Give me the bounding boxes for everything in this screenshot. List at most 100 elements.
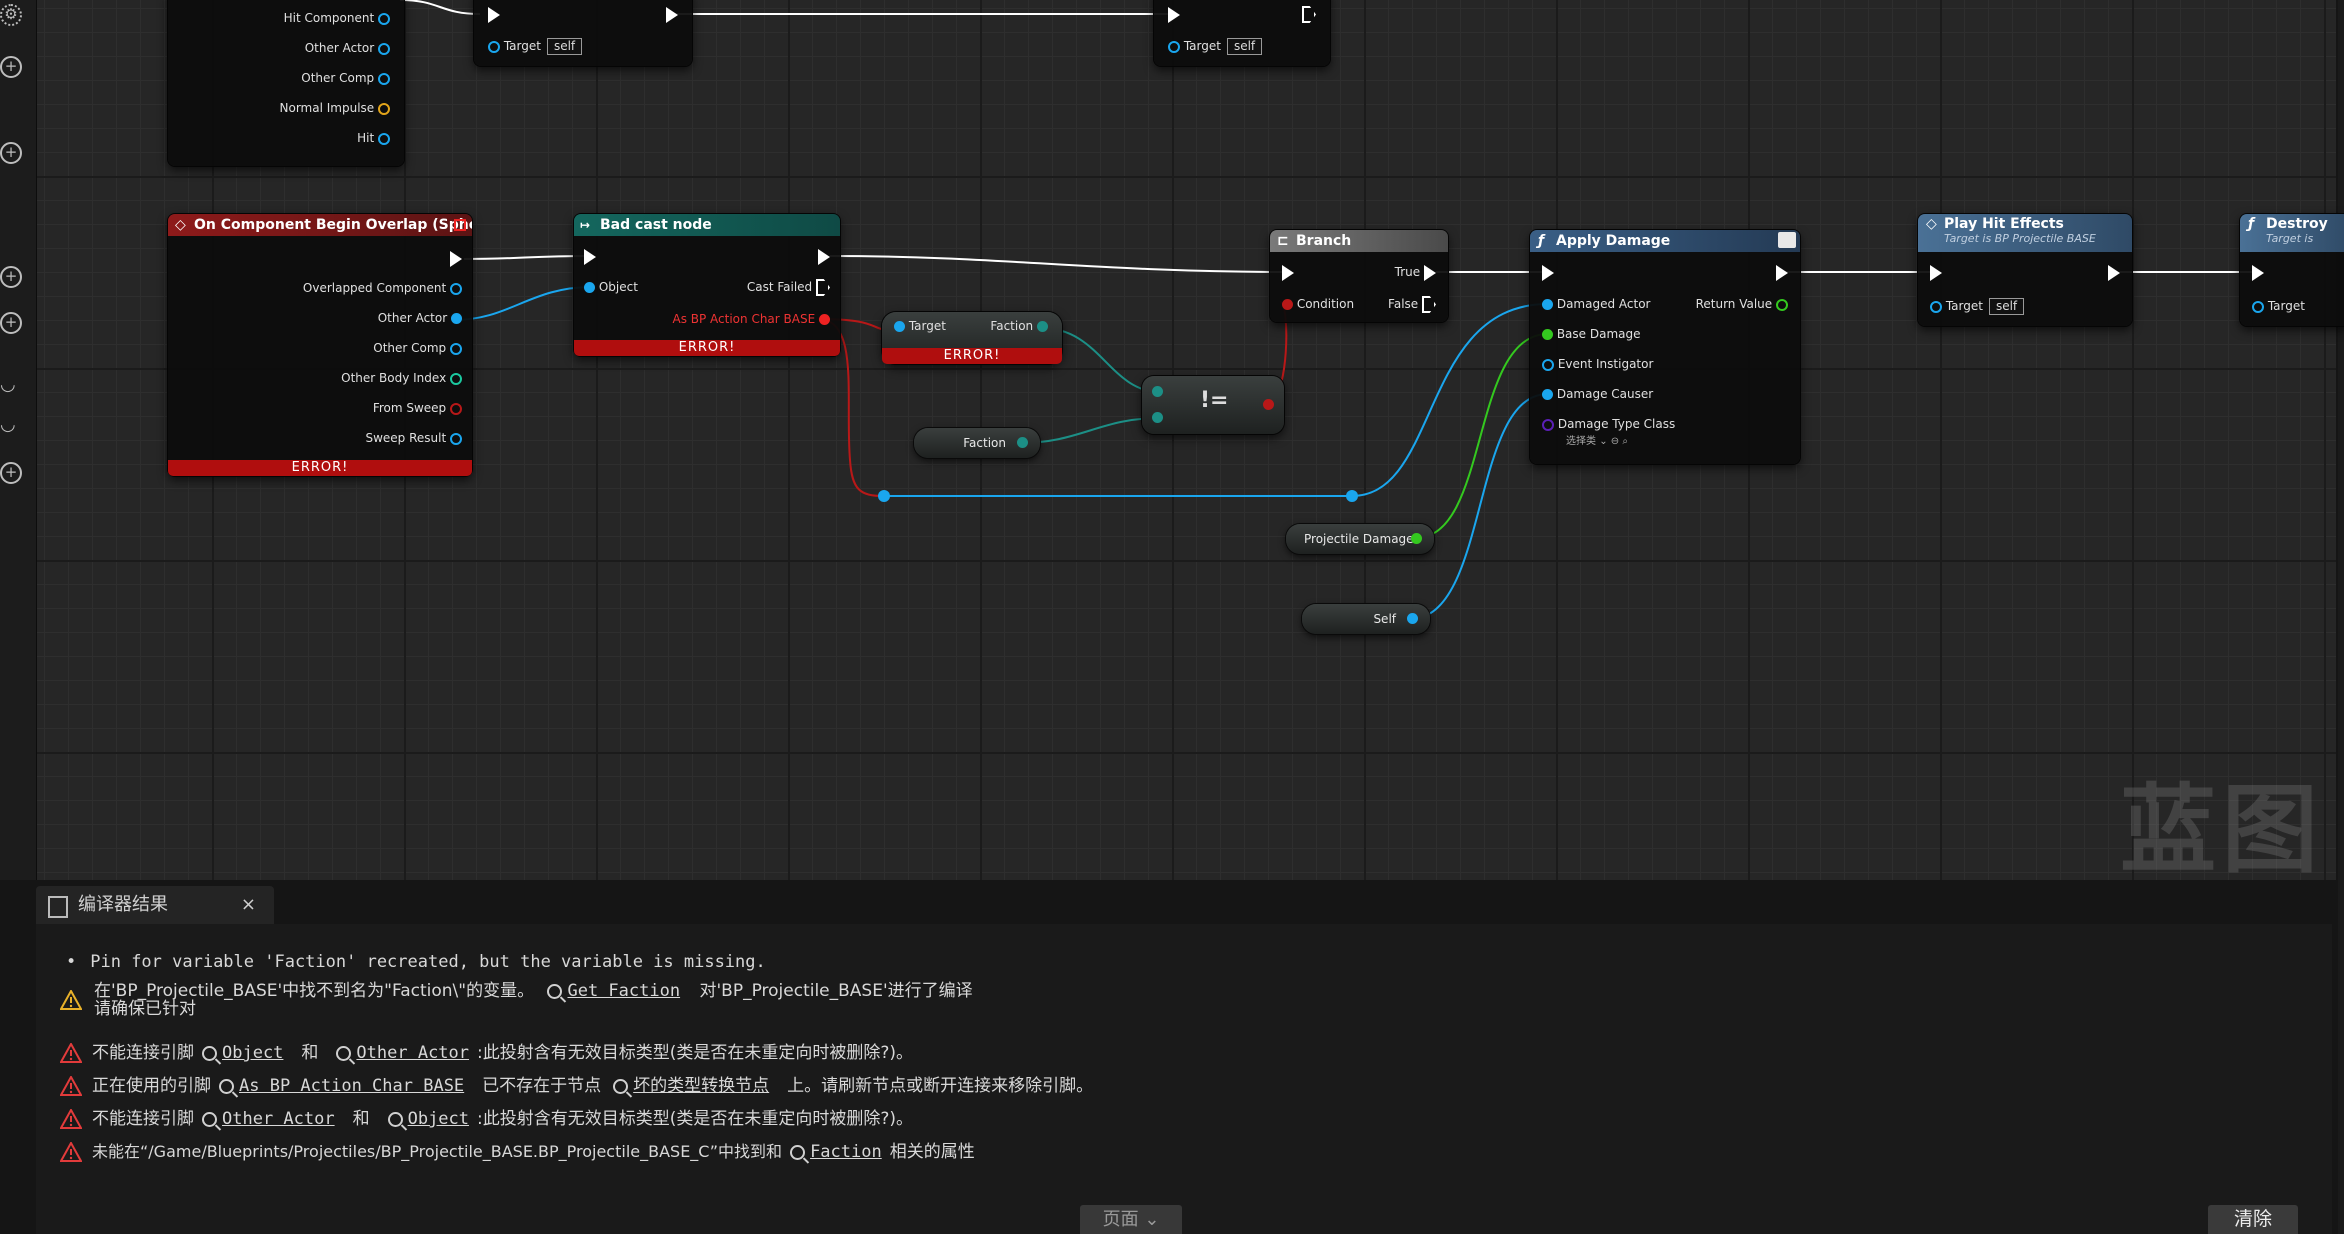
exec-in-pin[interactable] xyxy=(1168,6,1180,23)
add-circle-icon[interactable]: + xyxy=(0,142,22,164)
exec-out-pin[interactable] xyxy=(1776,264,1788,281)
hit-pin[interactable]: Hit xyxy=(357,130,390,146)
graph-right-scrollbar[interactable] xyxy=(2338,0,2344,1234)
class-select-dropdown[interactable]: 选择类 ⌄ ⊖ ⌕ xyxy=(1566,434,1628,450)
reset-icon[interactable]: ⊖ xyxy=(1610,436,1620,447)
search-icon[interactable] xyxy=(202,1111,217,1127)
add-circle-icon[interactable]: + xyxy=(0,266,22,288)
base-damage-pin[interactable]: Base Damage xyxy=(1542,326,1641,342)
object-pin[interactable]: Object xyxy=(584,279,638,295)
message-link-other-actor[interactable]: Other Actor xyxy=(222,1109,335,1129)
sweep-result-pin[interactable]: Sweep Result xyxy=(365,430,462,446)
faction-get-node[interactable]: Target Faction ERROR! xyxy=(882,312,1062,364)
exec-out-pin[interactable] xyxy=(450,250,462,267)
search-icon[interactable] xyxy=(547,983,563,999)
destroy-actor-node[interactable]: ƒ Destroy Target is Target xyxy=(2240,214,2344,326)
clear-button[interactable]: 清除 xyxy=(2208,1205,2298,1234)
message-link-object[interactable]: Object xyxy=(222,1043,284,1063)
message-link-as-bp-action-char[interactable]: As BP Action Char BASE xyxy=(239,1076,465,1096)
exec-out-pin[interactable] xyxy=(1302,6,1316,23)
eye-closed-icon[interactable]: ◡ xyxy=(0,414,16,435)
node-header[interactable]: ⊏ Branch xyxy=(1270,230,1448,252)
search-icon[interactable] xyxy=(387,1111,403,1127)
search-icon[interactable] xyxy=(219,1078,234,1094)
not-equal-node[interactable]: != xyxy=(1142,376,1284,434)
message-link-faction[interactable]: Faction xyxy=(810,1142,882,1162)
node-header[interactable]: ƒ Destroy Target is xyxy=(2240,214,2344,252)
message-link-bad-cast-node[interactable]: 坏的类型转换节点 xyxy=(633,1076,770,1096)
event-instigator-pin[interactable]: Event Instigator xyxy=(1542,356,1653,372)
page-dropdown-button[interactable]: 页面 ⌄ xyxy=(1080,1205,1182,1234)
damage-type-class-pin[interactable]: Damage Type Class xyxy=(1542,416,1675,432)
target-pin[interactable]: Target xyxy=(2252,298,2305,314)
overlapped-component-pin[interactable]: Overlapped Component xyxy=(303,280,462,296)
bad-cast-node[interactable]: ↦ Bad cast node Object Cast Failed As BP… xyxy=(574,214,840,356)
damage-causer-pin[interactable]: Damage Causer xyxy=(1542,386,1653,402)
search-icon[interactable] xyxy=(613,1078,629,1094)
search-icon[interactable] xyxy=(336,1045,352,1061)
other-actor-pin[interactable]: Other Actor xyxy=(378,310,462,326)
branch-node[interactable]: ⊏ Branch True Condition False xyxy=(1270,230,1448,322)
overlap-event-node[interactable]: ◇ On Component Begin Overlap (Sphere) Ov… xyxy=(168,214,472,476)
node-header[interactable]: ƒ Apply Damage xyxy=(1530,230,1800,252)
gear-icon[interactable]: ⚙ xyxy=(0,4,22,26)
exec-in-pin[interactable] xyxy=(488,6,500,23)
exec-in-pin[interactable] xyxy=(1930,264,1942,281)
self-input[interactable]: self xyxy=(546,38,583,55)
tab-compiler-results[interactable]: 编译器结果 × xyxy=(36,886,274,924)
exec-in-pin[interactable] xyxy=(584,248,596,265)
exec-out-pin[interactable] xyxy=(2108,264,2120,281)
condition-pin[interactable]: Condition xyxy=(1282,296,1354,312)
exec-out-pin[interactable] xyxy=(818,248,830,265)
other-body-index-pin[interactable]: Other Body Index xyxy=(341,370,462,386)
true-pin[interactable]: True xyxy=(1395,264,1436,281)
hit-component-pin[interactable]: Hit Component xyxy=(284,10,390,26)
pin-label: Other Comp xyxy=(373,341,447,355)
other-comp-pin[interactable]: Other Comp xyxy=(373,340,462,356)
delegate-pin-icon[interactable] xyxy=(454,219,466,231)
self-input[interactable]: self xyxy=(1226,38,1263,55)
damaged-actor-pin[interactable]: Damaged Actor xyxy=(1542,296,1650,312)
other-actor-pin[interactable]: Other Actor xyxy=(305,40,390,56)
eye-closed-icon[interactable]: ◡ xyxy=(0,374,16,395)
false-pin[interactable]: False xyxy=(1388,296,1436,313)
self-reference-node[interactable]: Self xyxy=(1302,604,1430,634)
return-value-pin[interactable]: Return Value xyxy=(1696,296,1788,312)
other-comp-pin[interactable]: Other Comp xyxy=(301,70,390,86)
exec-in-pin[interactable] xyxy=(1542,264,1554,281)
from-sweep-pin[interactable]: From Sweep xyxy=(373,400,462,416)
faction-pin[interactable]: Faction xyxy=(990,318,1048,334)
normal-impulse-pin[interactable]: Normal Impulse xyxy=(280,100,390,116)
exec-out-pin[interactable] xyxy=(666,6,678,23)
add-circle-icon[interactable]: + xyxy=(0,56,22,78)
search-icon[interactable]: ⌕ xyxy=(1622,436,1628,447)
hit-event-node[interactable]: Hit Component Other Actor Other Comp Nor… xyxy=(168,0,404,166)
projectile-damage-variable-node[interactable]: Projectile Damage xyxy=(1286,524,1434,554)
message-link-get-faction[interactable]: Get Faction xyxy=(567,981,681,1001)
cast-failed-pin[interactable]: Cast Failed xyxy=(747,279,830,296)
add-circle-icon[interactable]: + xyxy=(0,312,22,334)
close-icon[interactable]: × xyxy=(240,894,256,915)
add-circle-icon[interactable]: + xyxy=(0,462,22,484)
node-header[interactable]: ↦ Bad cast node xyxy=(574,214,840,236)
node-header[interactable]: ◇ Play Hit Effects Target is BP Projecti… xyxy=(1918,214,2132,252)
node-header[interactable]: ◇ On Component Begin Overlap (Sphere) xyxy=(168,214,472,236)
as-bp-action-char-pin[interactable]: As BP Action Char BASE xyxy=(672,311,830,327)
message-link-other-actor[interactable]: Other Actor xyxy=(356,1043,470,1063)
play-hit-effects-node[interactable]: ◇ Play Hit Effects Target is BP Projecti… xyxy=(1918,214,2132,326)
exec-in-pin[interactable] xyxy=(1282,264,1294,281)
self-input[interactable]: self xyxy=(1988,298,2025,315)
message-link-object[interactable]: Object xyxy=(407,1109,470,1129)
search-icon[interactable] xyxy=(202,1045,217,1061)
target-pin[interactable]: Target xyxy=(894,318,946,334)
faction-variable-node[interactable]: Faction xyxy=(914,428,1040,458)
search-icon[interactable] xyxy=(790,1144,806,1160)
apply-damage-node[interactable]: ƒ Apply Damage Damaged Actor Return Valu… xyxy=(1530,230,1800,464)
blueprint-graph[interactable] xyxy=(36,0,2336,880)
exec-in-pin[interactable] xyxy=(2252,264,2264,281)
